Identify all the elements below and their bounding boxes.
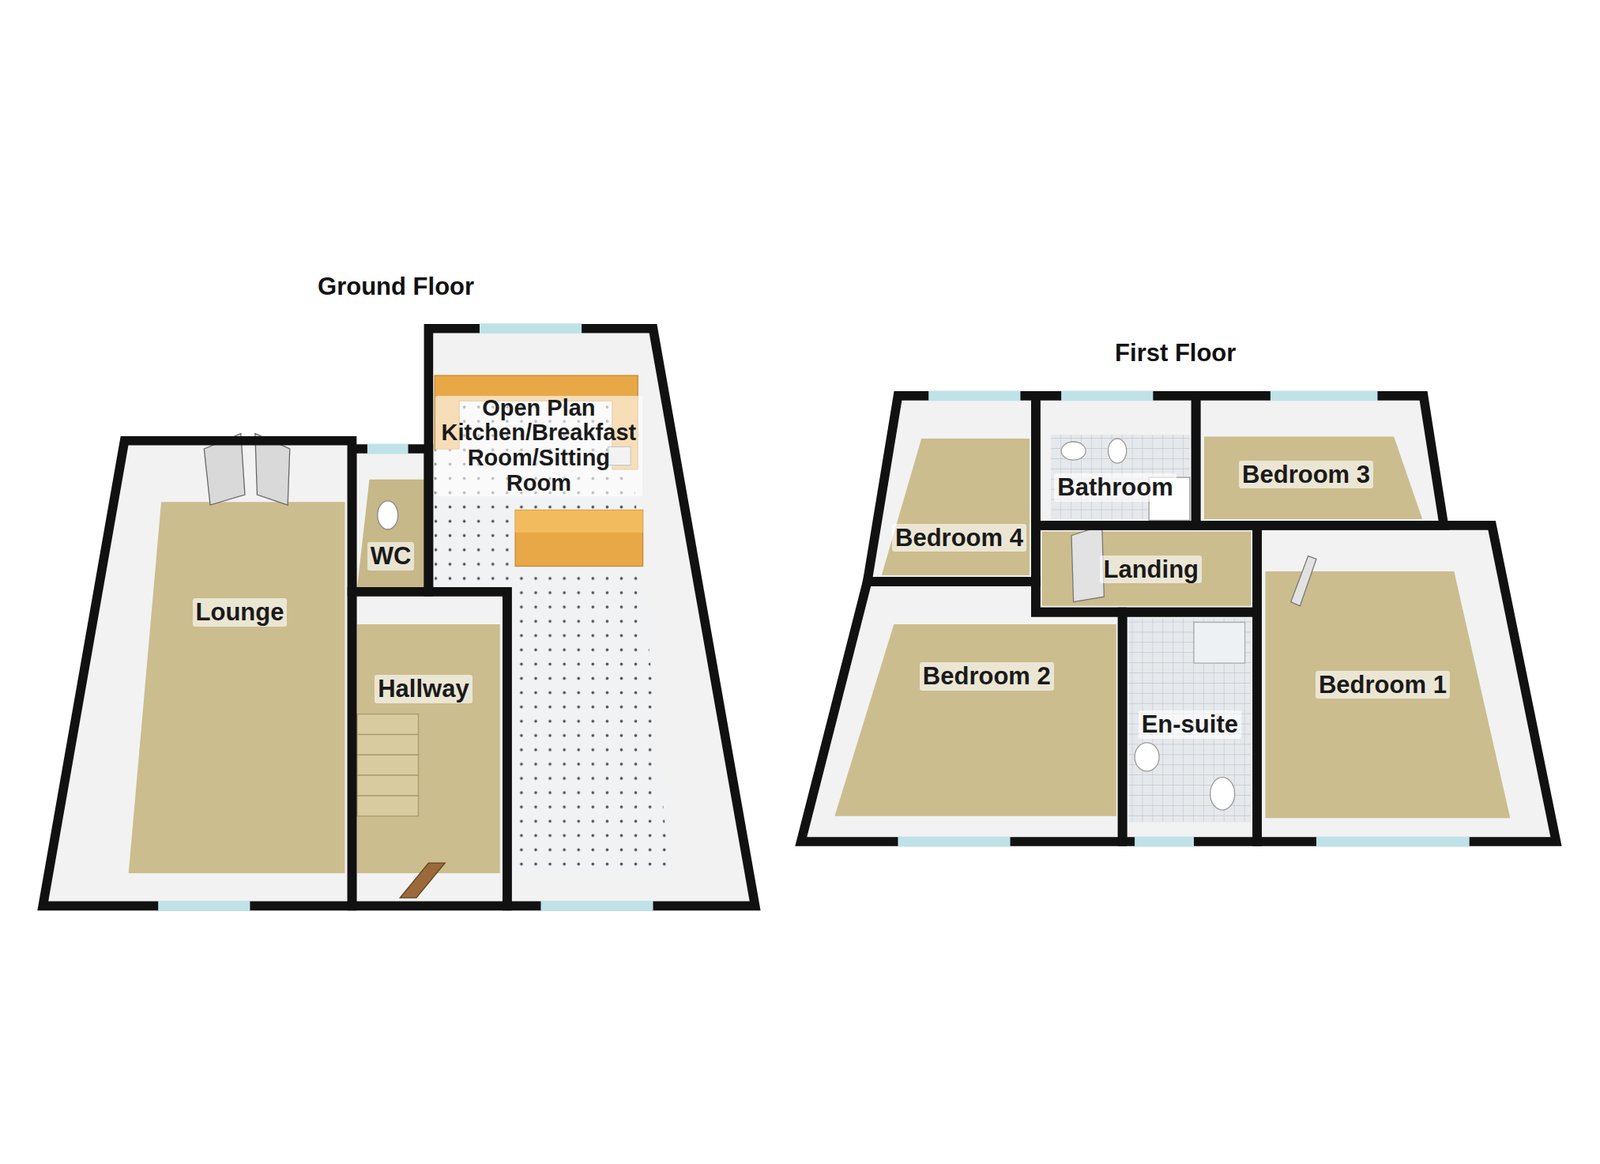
wall-face [352, 591, 508, 907]
walls [42, 328, 1556, 907]
wall [1035, 525, 1258, 613]
wall-face [801, 581, 1123, 842]
window [479, 323, 582, 334]
toilet [1210, 777, 1235, 810]
windows [158, 323, 1470, 912]
window [1134, 836, 1194, 848]
wall-face [42, 440, 352, 907]
door [1071, 525, 1104, 603]
room: WC [367, 542, 415, 571]
floor-area: Ground FloorLoungeWCHallwayOpen Plan Kit… [42, 324, 757, 911]
room-name: Bedroom 4 [892, 523, 1027, 553]
stair-step [357, 714, 418, 735]
island-top [515, 509, 643, 532]
room-name: WC [367, 542, 415, 571]
carpet-floor [1264, 571, 1510, 818]
floor-heading: Ground Floor [317, 272, 475, 302]
room-name: Bedroom 2 [919, 662, 1055, 691]
front-door [399, 862, 445, 898]
wall-face [1035, 525, 1258, 613]
room: Open Plan Kitchen/Breakfast Room/Sitting… [435, 395, 643, 497]
door [1291, 556, 1317, 607]
wall-face [1035, 395, 1197, 526]
floor-heading: First Floor [1114, 338, 1236, 368]
basin [1061, 441, 1086, 460]
room: Hallway [374, 674, 472, 704]
carpet-floor [357, 624, 501, 874]
wall-face [1257, 525, 1556, 842]
room: Bedroom 1 [1315, 670, 1450, 700]
room-name: Lounge [192, 598, 288, 627]
wall [352, 448, 430, 592]
carpet-floor [357, 479, 425, 588]
wall [1257, 525, 1556, 842]
window [540, 900, 653, 912]
room: Landing [1099, 555, 1202, 584]
room: Bedroom 4 [892, 523, 1027, 553]
wall [867, 395, 1036, 582]
wall-face [1122, 612, 1258, 842]
wall [42, 440, 352, 907]
wall [352, 591, 508, 907]
room: Lounge [192, 598, 288, 627]
room: En-suite [1138, 710, 1242, 739]
window [1270, 390, 1378, 401]
fixtures [203, 375, 1317, 898]
room: Bedroom 3 [1238, 460, 1374, 490]
wall [801, 581, 1123, 842]
window [1316, 836, 1470, 848]
window [1061, 390, 1153, 401]
window [158, 900, 250, 912]
carpet-floor [834, 624, 1116, 817]
floor-area: First FloorBedroom 4BathroomBedroom 3Lan… [798, 391, 1559, 847]
room-name: Open Plan Kitchen/Breakfast Room/Sitting… [435, 395, 643, 497]
window [897, 836, 1010, 848]
room: Bedroom 2 [919, 662, 1055, 691]
wall-face [1196, 395, 1445, 526]
room-name: Landing [1099, 555, 1202, 584]
room-name: Bathroom [1054, 473, 1176, 502]
stair-step [357, 734, 418, 756]
wall [428, 328, 755, 907]
room-name: Bedroom 1 [1315, 670, 1450, 700]
kitchen-island [515, 509, 643, 566]
wall-faces [42, 328, 1556, 907]
carpet-floor [1204, 436, 1423, 520]
window [367, 444, 409, 455]
room-name: Bedroom 3 [1238, 460, 1374, 490]
wall [1196, 395, 1445, 526]
room-name: Hallway [374, 674, 472, 704]
room-name: En-suite [1138, 710, 1242, 739]
wall-face [867, 395, 1036, 582]
floors [128, 377, 1511, 874]
carpet-floor [881, 438, 1030, 576]
tiled-floor [1128, 617, 1251, 822]
stair-step [357, 754, 418, 776]
carpet-floor [128, 501, 346, 874]
stair-step [357, 795, 418, 817]
wall [1122, 612, 1258, 842]
wall [1035, 395, 1197, 526]
wall-face [352, 448, 430, 592]
room: Bathroom [1054, 473, 1176, 502]
basin [1134, 742, 1160, 772]
toilet [1108, 438, 1127, 464]
shower [1193, 621, 1246, 663]
tiled-floor [434, 377, 670, 874]
toilet [377, 500, 399, 530]
window [928, 390, 1021, 401]
stair-step [357, 775, 418, 796]
